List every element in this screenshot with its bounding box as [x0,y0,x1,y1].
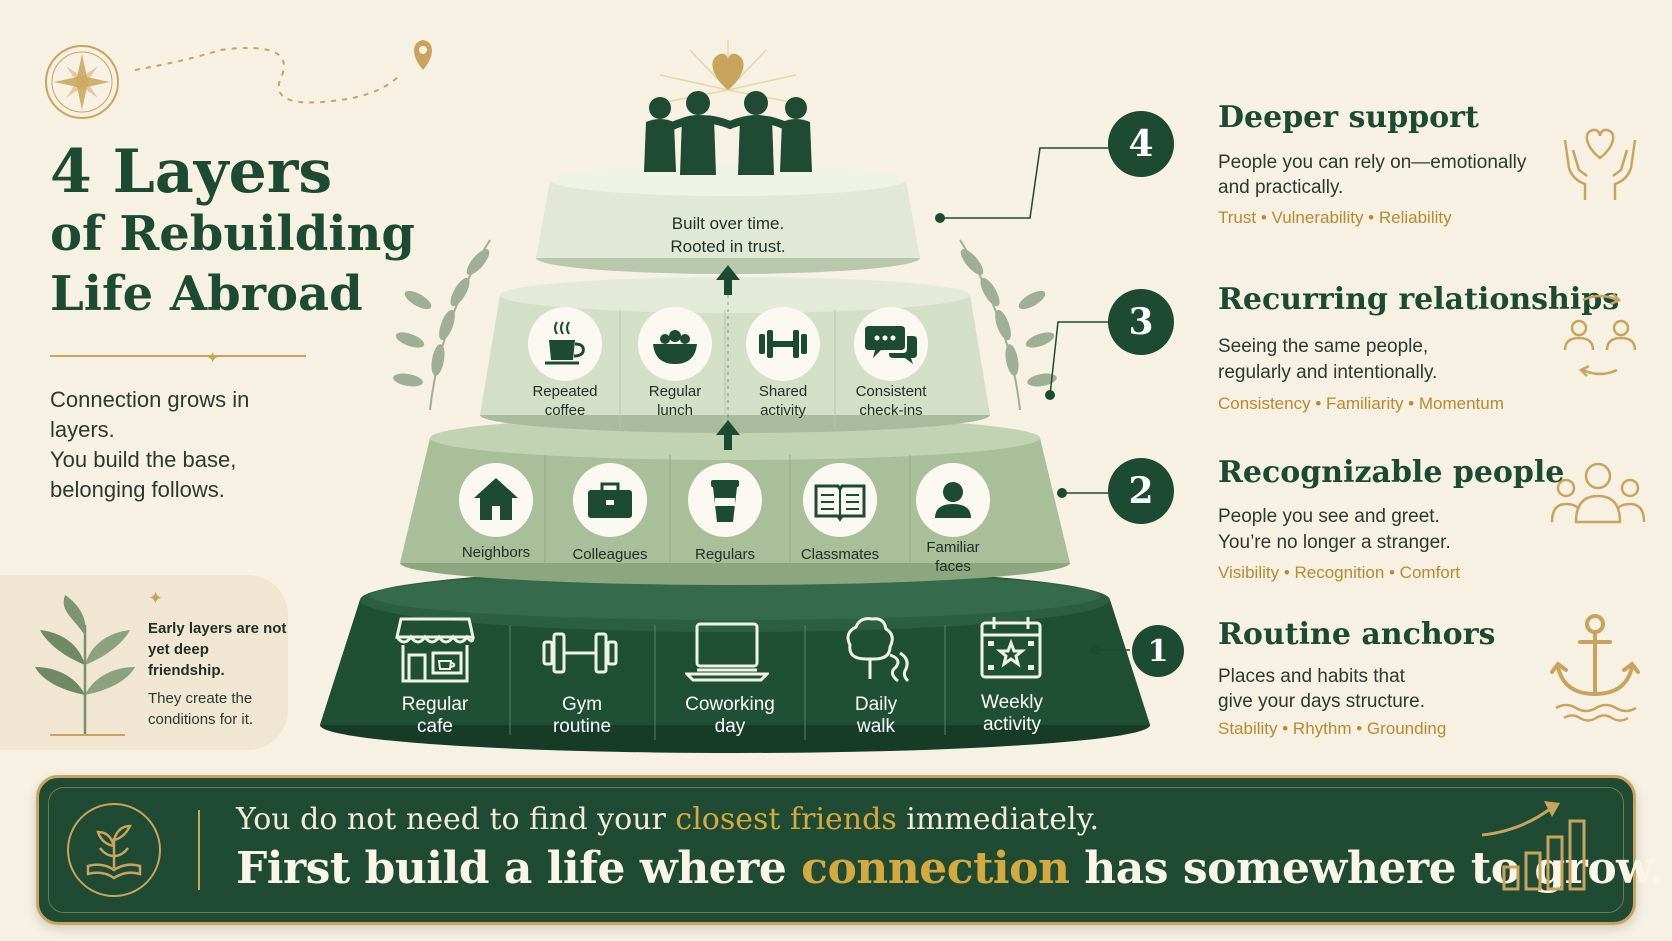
top-caption: Built over time. Rooted in trust. [628,212,828,258]
note-card [0,575,288,750]
tier-2-label-2: Colleagues [572,546,648,563]
title-divider [50,355,306,357]
layer-2-desc-1: People you see and greet. [1218,506,1440,527]
bottom-banner [36,775,1636,925]
storefront-icon [395,617,475,683]
compass-icon [45,45,119,119]
briefcase-icon [573,463,647,537]
intro-line-2: You build the base, belonging follows. [50,447,237,502]
tier-1-base [320,568,1150,753]
banner-inner-border [48,787,1624,913]
laurel-right-decoration [959,239,1057,411]
tier-3-item-1 [527,306,603,382]
layer-1-desc-1: Places and habits that [1218,666,1405,687]
top-caption-line-2: Rooted in trust. [670,237,786,256]
intro-line-1: Connection grows in layers. [50,387,250,442]
title-line-3: Life Abroad [50,266,363,322]
group-icon [1550,462,1646,524]
dumbbell-icon [746,307,820,381]
sparkle-icon: ✦ [148,588,164,608]
layer-4-desc-1: People you can rely on—emotionally [1218,152,1527,173]
banner-line-1: You do not need to find your closest fri… [236,802,1100,837]
layer-3-heading: Recurring relationships [1218,282,1620,317]
bowl-icon [638,307,712,381]
layer-4-tags: Trust • Vulnerability • Reliability [1218,208,1452,227]
tier-2-item-4 [802,462,878,538]
tier-3-item-4 [853,306,929,382]
laurel-left-decoration [393,239,491,411]
layer-4-number: 4 [1108,111,1174,177]
tier-2-item-3 [687,462,763,538]
layer-2-heading: Recognizable people [1218,455,1565,490]
tier-2-label-4: Classmates [800,546,880,563]
layer-1-desc-2: give your days structure. [1218,691,1425,712]
calendar-icon [980,617,1042,679]
connector-lines [940,147,1130,651]
layer-4-heading: Deeper support [1218,100,1479,135]
layer-2-desc-2: You’re no longer a stranger. [1218,532,1451,553]
house-icon [459,463,533,537]
top-caption-line-1: Built over time. [671,214,785,233]
tier-3-item-3 [745,306,821,382]
sprout-book-icon [67,803,161,897]
banner-highlight-2: connection [801,843,1070,894]
takeaway-cup-icon [688,463,762,537]
people-group-icon [644,91,812,175]
note-sub-text: They create the conditions for it. [148,690,254,728]
tier-2-item-2 [572,462,648,538]
arrow-up-icon [716,265,740,450]
tier-2-label-3: Regulars [694,546,756,563]
tier-2-item-1 [458,462,534,538]
anchor-icon [1550,614,1640,722]
layer-1-number: 1 [1132,625,1184,677]
dumbbell-icon [542,632,618,674]
compass-path-decoration [45,40,432,119]
tier-4 [536,164,920,274]
book-icon [803,463,877,537]
title-line-2: of Rebuilding [50,206,415,262]
person-icon [916,463,990,537]
layer-3-number: 3 [1108,289,1174,355]
layer-3-desc-2: regularly and intentionally. [1218,362,1438,383]
layer-4-desc-2: and practically. [1218,177,1344,198]
tier-3-item-2 [637,306,713,382]
location-pin-icon [414,40,432,70]
page-title: 4 Layers of Rebuilding Life Abroad [50,140,430,324]
layer-3-tags: Consistency • Familiarity • Momentum [1218,394,1504,413]
layer-1-heading: Routine anchors [1218,617,1496,652]
layer-2-number: 2 [1108,458,1174,524]
sparkle-icon: ✦ [206,350,220,367]
heart-icon [712,53,744,90]
people-cycle-icon [1563,293,1637,377]
laptop-icon [685,622,769,682]
layer-2-tags: Visibility • Recognition • Comfort [1218,563,1461,582]
sprout-plant-icon [35,595,135,736]
layer-1-tags: Stability • Rhythm • Grounding [1218,719,1447,738]
tier-2-item-5 [915,462,991,538]
tree-path-icon [846,617,910,683]
layer-3-desc-1: Seeing the same people, [1218,336,1429,357]
title-line-1: 4 Layers [50,137,333,207]
banner-line-2: First build a life where connection has … [236,843,1664,894]
growth-chart-icon [1481,801,1586,891]
banner-divider [198,810,200,890]
coffee-cup-icon [528,307,602,381]
tier-2-label-1: Neighbors [461,544,531,561]
chat-bubbles-icon [854,307,928,381]
hands-heart-icon [1563,128,1637,200]
note-bold-text: Early layers are not yet deep friendship… [148,620,287,679]
banner-highlight-1: closest friends [675,802,897,837]
